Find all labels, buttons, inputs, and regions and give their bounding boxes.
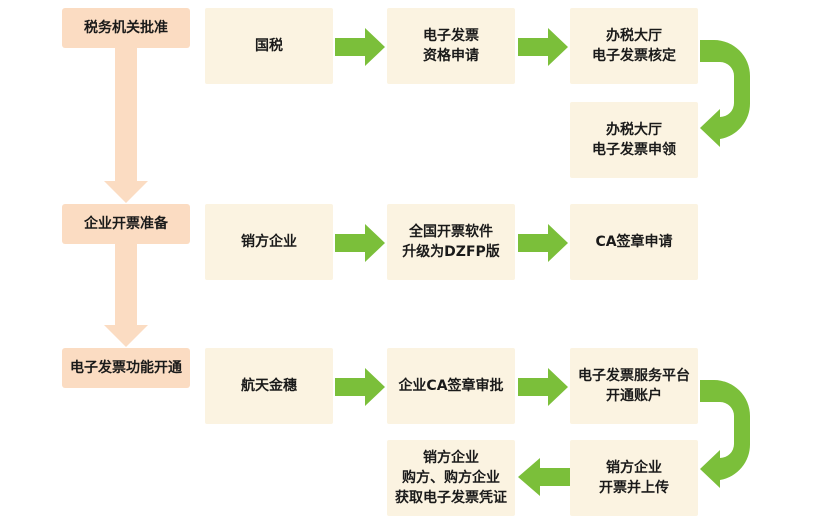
actor-box: 国税 — [205, 8, 333, 84]
flow-arrow-right — [335, 28, 385, 66]
flow-arrow-uturn — [700, 40, 751, 147]
flow-arrow-right — [335, 224, 385, 262]
flow-arrow-uturn — [700, 380, 751, 488]
flow-arrow-right — [518, 368, 568, 406]
step-box: CA签章申请 — [570, 204, 698, 280]
actor-box: 航天金穗 — [205, 348, 333, 424]
stage-label: 税务机关批准 — [62, 8, 190, 48]
step-box: 销方企业 开票并上传 — [570, 440, 698, 516]
step-box: 电子发票 资格申请 — [387, 8, 515, 84]
flow-arrow-right — [335, 368, 385, 406]
step-box: 办税大厅 电子发票申领 — [570, 102, 698, 178]
stage-label: 电子发票功能开通 — [62, 348, 190, 388]
step-box: 办税大厅 电子发票核定 — [570, 8, 698, 84]
step-box: 电子发票服务平台 开通账户 — [570, 348, 698, 424]
flow-arrow-right — [518, 28, 568, 66]
step-box: 企业CA签章审批 — [387, 348, 515, 424]
stage-arrow-down — [104, 48, 148, 203]
flow-arrow-right — [518, 224, 568, 262]
stage-label: 企业开票准备 — [62, 204, 190, 244]
flow-arrow-left — [518, 458, 570, 496]
stage-arrow-down — [104, 244, 148, 347]
actor-box: 销方企业 — [205, 204, 333, 280]
step-box: 全国开票软件 升级为DZFP版 — [387, 204, 515, 280]
step-box: 销方企业 购方、购方企业 获取电子发票凭证 — [387, 440, 515, 516]
